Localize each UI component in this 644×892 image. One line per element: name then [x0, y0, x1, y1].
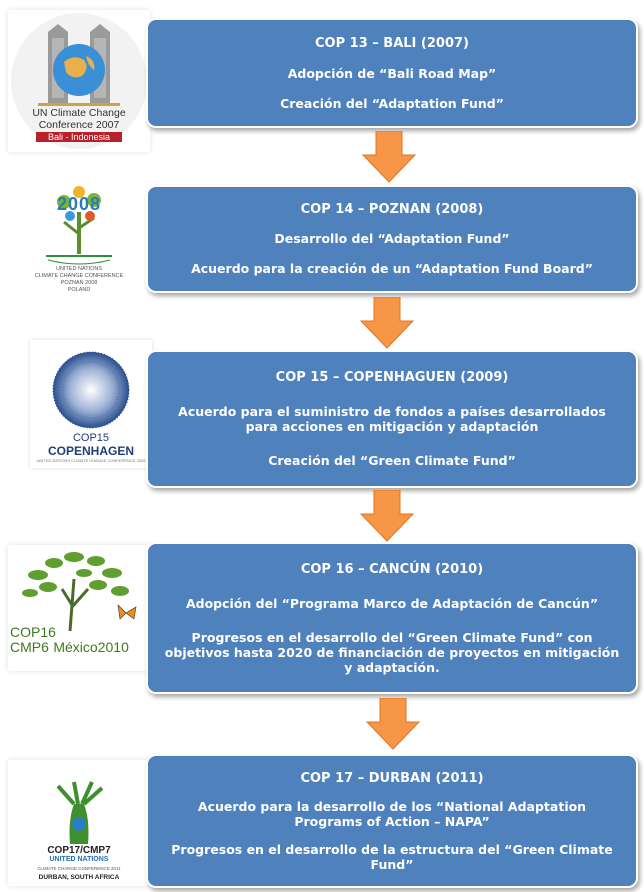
down-arrow-icon	[359, 490, 415, 542]
cop14-line-1: Desarrollo del “Adaptation Fund”	[274, 231, 510, 247]
cop14-poznan-logo: 2008 UNITED NATIONS CLIMATE CHANGE CONFE…	[8, 172, 150, 302]
cop16-title: COP 16 – CANCÚN (2010)	[300, 561, 484, 577]
cop14-title: COP 14 – POZNAN (2008)	[300, 202, 484, 218]
cop17-line-1: Acuerdo para la desarrollo de los “Natio…	[197, 798, 587, 829]
poznan-tree-icon	[46, 186, 112, 265]
cop13-info-box: COP 13 – BALI (2007) Adopción de “Bali R…	[146, 18, 638, 128]
cop15-logo-line2: COPENHAGEN	[47, 444, 134, 458]
down-arrow-icon	[361, 131, 417, 183]
cop13-line-2: Creación del “Adaptation Fund”	[280, 95, 504, 111]
cop16-cancun-logo: COP16 CMP6 México2010	[8, 545, 150, 671]
down-arrow-icon	[365, 698, 421, 750]
cop14-info-box: COP 14 – POZNAN (2008) Desarrollo del “A…	[146, 185, 638, 293]
cop13-logo-line1: UN Climate Change	[32, 107, 126, 119]
cop16-line-2: Progresos en el desarrollo del “Green Cl…	[164, 629, 620, 675]
copenhagen-sphere-icon	[52, 351, 130, 429]
cop15-logo-line1: COP15	[72, 432, 110, 444]
cop15-line-2: Creación del “Green Climate Fund”	[268, 453, 516, 469]
cop13-line-1: Adopción de “Bali Road Map”	[287, 65, 497, 81]
bali-emblem-icon	[11, 13, 147, 149]
cop17-logo-line4: DURBAN, SOUTH AFRICA	[38, 874, 120, 881]
cop17-durban-logo: COP17/CMP7 UNITED NATIONS CLIMATE CHANGE…	[8, 760, 150, 886]
cop14-logo-line2: UNITED NATIONS	[55, 266, 103, 272]
cancun-tree-icon	[22, 552, 137, 632]
cop17-line-2: Progresos en el desarrollo de la estruct…	[171, 841, 613, 872]
cop14-logo-line3: CLIMATE CHANGE CONFERENCE	[34, 273, 124, 279]
cop17-logo-line3: CLIMATE CHANGE CONFERENCE 2011	[37, 866, 121, 871]
cop14-line-2: Acuerdo para la creación de un “Adaptati…	[191, 260, 593, 276]
cop16-logo-line2: CMP6	[10, 639, 49, 655]
cop13-logo-line2: Conference 2007	[38, 119, 120, 131]
cop17-logo-line1: COP17/CMP7	[47, 845, 111, 856]
cop16-line-1: Adopción del “Programa Marco de Adaptaci…	[185, 595, 599, 611]
cop16-logo-line1: COP16	[10, 624, 56, 640]
cop17-info-box: COP 17 – DURBAN (2011) Acuerdo para la d…	[146, 754, 638, 888]
cop15-logo-line3: UNITED NATIONS CLIMATE CHANGE CONFERENCE…	[36, 458, 146, 463]
cop15-line-1: Acuerdo para el suministro de fondos a p…	[178, 403, 606, 434]
cop14-logo-line5: POLAND	[67, 287, 91, 293]
cop14-logo-line4: POZNAŃ 2008	[60, 280, 98, 286]
cop17-title: COP 17 – DURBAN (2011)	[300, 770, 484, 786]
durban-baobab-icon	[56, 781, 104, 844]
cop15-title: COP 15 – COPENHAGUEN (2009)	[275, 369, 509, 385]
cop15-copenhagen-logo: COP15 COPENHAGEN UNITED NATIONS CLIMATE …	[30, 340, 152, 468]
cop15-info-box: COP 15 – COPENHAGUEN (2009) Acuerdo para…	[146, 350, 638, 488]
cop14-logo-year: 2008	[56, 194, 102, 214]
cop17-logo-line2: UNITED NATIONS	[49, 856, 109, 863]
cop16-info-box: COP 16 – CANCÚN (2010) Adopción del “Pro…	[146, 542, 638, 694]
down-arrow-icon	[359, 297, 415, 349]
cop13-title: COP 13 – BALI (2007)	[315, 35, 469, 51]
cop13-logo-line3: Bali - Indonesia	[36, 132, 122, 142]
cop13-bali-logo: UN Climate Change Conference 2007 Bali -…	[8, 10, 150, 152]
cop16-logo-line3: México2010	[53, 639, 129, 655]
